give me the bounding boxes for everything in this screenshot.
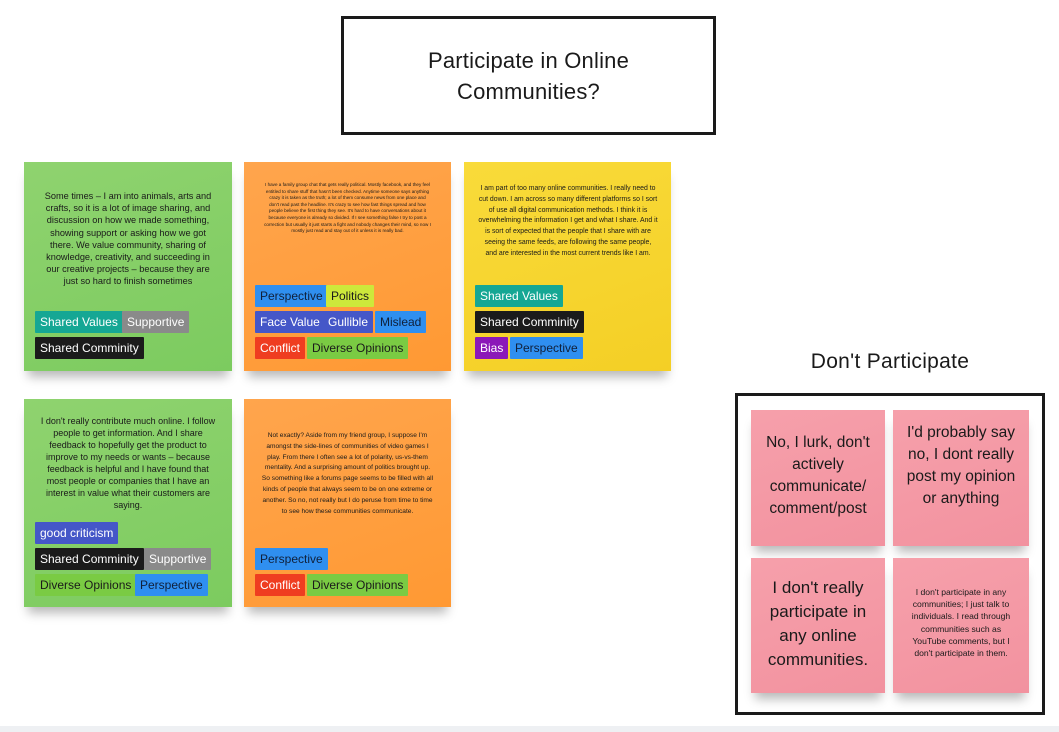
sticky-note-text: I'd probably say no, I dont really post … [906,424,1016,507]
tag-shared-comminity[interactable]: Shared Comminity [475,311,584,333]
tag-shared-comminity[interactable]: Shared Comminity [35,337,144,359]
tag-diverse-opinions[interactable]: Diverse Opinions [307,574,409,596]
tag-shared-values[interactable]: Shared Values [35,311,123,333]
sticky-note-text: Some times – I am into animals, arts and… [44,191,212,287]
tag-perspective[interactable]: Perspective [255,548,328,570]
main-title-card[interactable]: Participate in Online Communities? [341,16,716,135]
tag-bias[interactable]: Bias [475,337,509,359]
tag-shared-values[interactable]: Shared Values [475,285,563,307]
tag-face-value[interactable]: Face Value [255,311,325,333]
dont-participate-heading: Don't Participate [810,350,970,373]
main-title-text: Participate in Online Communities? [427,47,630,104]
sticky-note-text: I have a family group chat that gets rea… [264,182,431,234]
tag-diverse-opinions[interactable]: Diverse Opinions [307,337,409,359]
sticky-note-probably-no[interactable]: I'd probably say no, I dont really post … [893,410,1029,546]
sticky-note-video-games[interactable]: Not exactly? Aside from my friend group,… [244,399,451,607]
tag-conflict[interactable]: Conflict [255,337,306,359]
tag-gullible[interactable]: Gullible [323,311,374,333]
sticky-note-text: I am part of too many online communities… [478,185,658,257]
tag-shared-comminity[interactable]: Shared Comminity [35,548,144,570]
canvas-bottom-edge [0,726,1059,732]
sticky-note-text: No, I lurk, don't actively communicate/ … [766,434,870,517]
sticky-note-too-many-communities[interactable]: I am part of too many online communities… [464,162,671,371]
sticky-note-text: Not exactly? Aside from my friend group,… [261,432,434,515]
tag-politics[interactable]: Politics [326,285,375,307]
sticky-note-text: I don't really participate in any online… [767,578,869,669]
sticky-note-feedback[interactable]: I don't really contribute much online. I… [24,399,232,607]
tag-perspective[interactable]: Perspective [510,337,583,359]
sticky-note-text: I don't really contribute much online. I… [40,416,216,510]
tag-conflict[interactable]: Conflict [255,574,306,596]
sticky-note-talk-to-individuals[interactable]: I don't participate in any communities; … [893,558,1029,693]
sticky-note-lurk[interactable]: No, I lurk, don't actively communicate/ … [751,410,885,546]
sticky-note-family-group-chat[interactable]: I have a family group chat that gets rea… [244,162,451,371]
tag-perspective[interactable]: Perspective [135,574,208,596]
sticky-note-animals-crafts[interactable]: Some times – I am into animals, arts and… [24,162,232,371]
tag-diverse-opinions[interactable]: Diverse Opinions [35,574,137,596]
tag-supportive[interactable]: Supportive [144,548,212,570]
tag-perspective[interactable]: Perspective [255,285,328,307]
tag-supportive[interactable]: Supportive [122,311,190,333]
sticky-note-dont-really-participate[interactable]: I don't really participate in any online… [751,558,885,693]
tag-good-criticism[interactable]: good criticism [35,522,119,544]
tag-mislead[interactable]: Mislead [375,311,427,333]
sticky-note-text: I don't participate in any communities; … [911,587,1011,659]
